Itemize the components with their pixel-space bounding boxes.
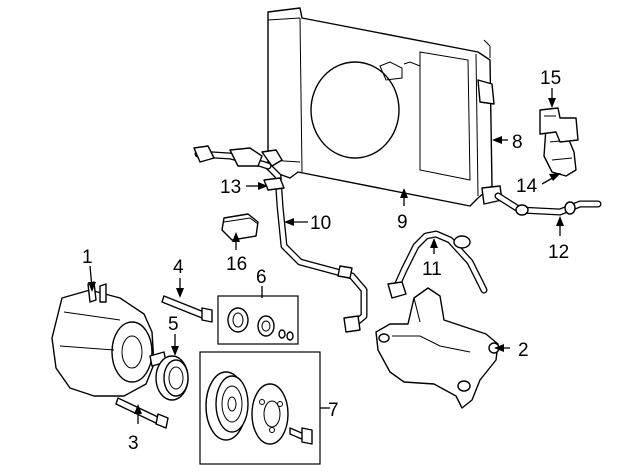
mounting-bracket-drawing <box>375 287 500 409</box>
callout-10: 10 <box>310 213 331 234</box>
suction-hose-drawing <box>387 230 488 299</box>
liquid-line-drawing <box>494 192 602 216</box>
callout-2: 2 <box>518 340 529 361</box>
bracket-drawing <box>539 107 579 143</box>
callout-3: 3 <box>128 433 139 454</box>
callout-1: 1 <box>82 247 93 268</box>
bolt-3-drawing <box>115 397 169 429</box>
condenser-drawing <box>267 7 503 207</box>
bolt-4-drawing <box>161 295 213 323</box>
callout-12: 12 <box>548 242 569 263</box>
compressor-drawing <box>51 281 167 397</box>
callout-9: 9 <box>397 212 408 233</box>
callout-14: 14 <box>516 176 538 197</box>
callout-7: 7 <box>328 400 339 421</box>
clutch-drawing <box>199 351 321 465</box>
leader-lines <box>88 88 564 424</box>
bearing-drawing <box>155 355 189 401</box>
callout-15: 15 <box>540 68 561 89</box>
callout-5: 5 <box>168 314 179 335</box>
callout-13: 13 <box>220 177 241 198</box>
callout-6: 6 <box>256 267 267 288</box>
sensor-drawing <box>263 177 285 191</box>
callout-16: 16 <box>226 254 247 275</box>
shim-kit-drawing <box>217 295 299 345</box>
switch-drawing <box>221 213 259 241</box>
callout-11: 11 <box>422 259 442 280</box>
callout-8: 8 <box>512 132 523 153</box>
callout-4: 4 <box>173 257 184 278</box>
